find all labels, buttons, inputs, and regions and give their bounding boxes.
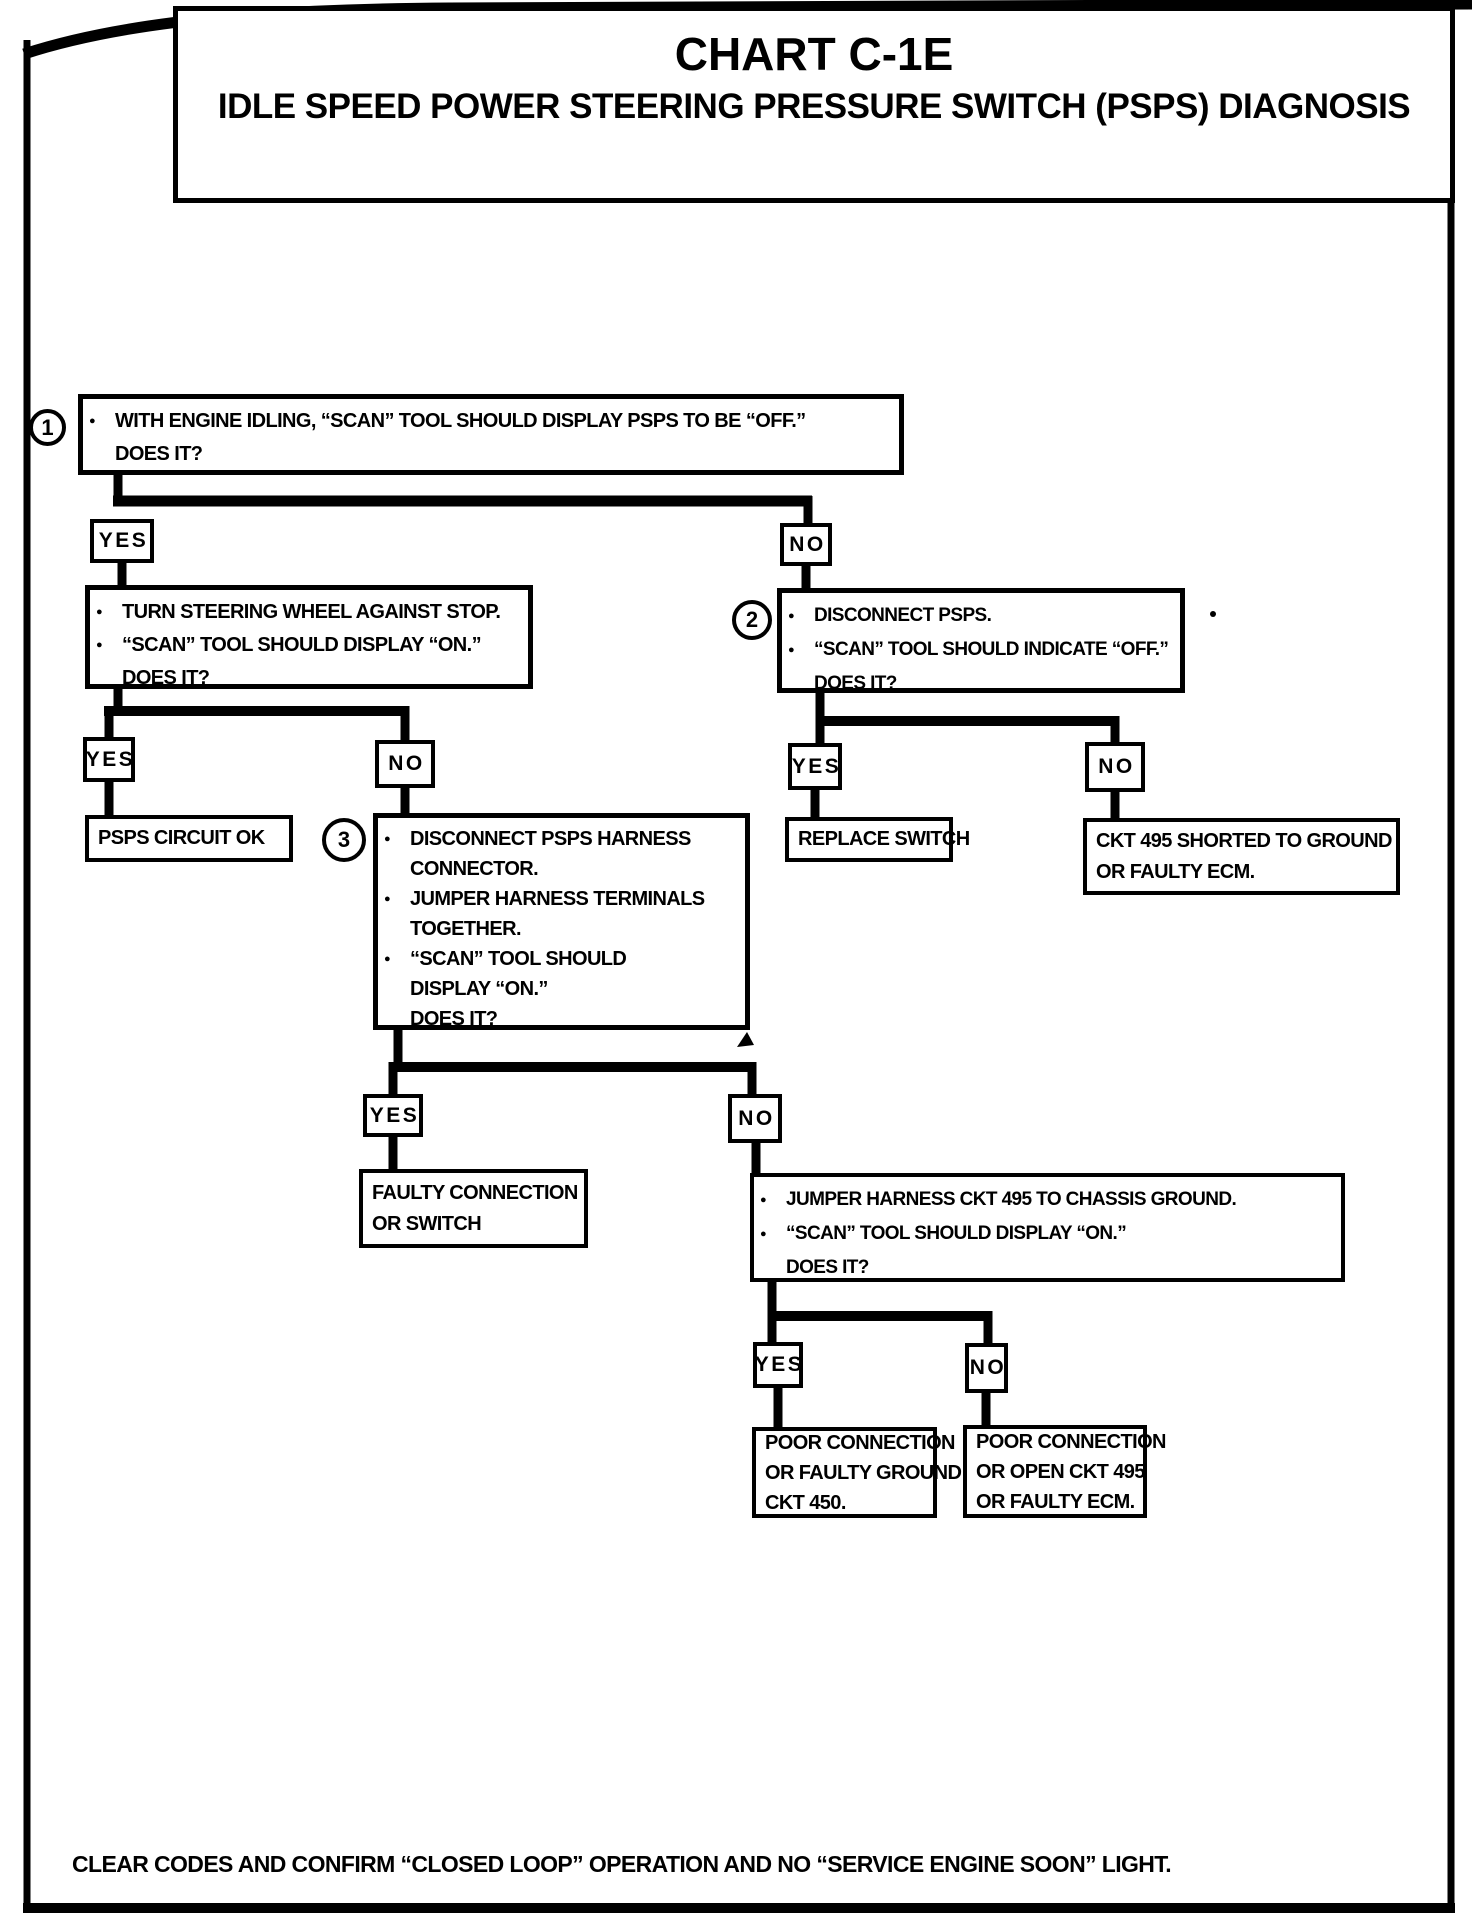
step3-line: DISCONNECT PSPS HARNESS	[410, 828, 691, 850]
no-branch-2: NO	[375, 740, 435, 788]
poor-open-line: POOR CONNECTION	[976, 1430, 1167, 1453]
jumper-line: “SCAN” TOOL SHOULD DISPLAY “ON.”	[786, 1223, 1127, 1244]
no-label: NO	[738, 1106, 775, 1130]
yes-label: YES	[85, 747, 136, 771]
step3-line: CONNECTOR.	[410, 858, 539, 880]
no-branch-3: NO	[1085, 742, 1145, 792]
step2-line: “SCAN” TOOL SHOULD INDICATE “OFF.”	[814, 639, 1169, 660]
yes-branch-4: YES	[363, 1094, 423, 1137]
no-label: NO	[969, 1356, 1007, 1379]
faulty-connection-result-box: FAULTY CONNECTION OR SWITCH	[359, 1169, 588, 1248]
step3-line: TOGETHER.	[410, 918, 522, 940]
bullet-icon: ●	[89, 415, 96, 427]
poor-open-line: OR FAULTY ECM.	[976, 1490, 1135, 1513]
bullet-icon: ●	[760, 1194, 767, 1206]
step3-line: DISPLAY “ON.”	[410, 978, 548, 1000]
jumper-ground-question-box: ● JUMPER HARNESS CKT 495 TO CHASSIS GROUN…	[750, 1173, 1345, 1282]
step2-line: DOES IT?	[814, 673, 897, 694]
bullet-icon: ●	[96, 606, 103, 618]
no-branch-1: NO	[780, 523, 832, 566]
yes-branch-1: YES	[90, 519, 154, 563]
poor-open-result-box: POOR CONNECTION OR OPEN CKT 495 OR FAULT…	[963, 1425, 1167, 1518]
no-branch-5: NO	[965, 1343, 1008, 1393]
scan-artifact-triangle	[737, 1032, 754, 1047]
step3-line: “SCAN” TOOL SHOULD	[410, 948, 627, 970]
yes-label: YES	[369, 1103, 420, 1127]
jumper-line: DOES IT?	[786, 1257, 869, 1278]
bullet-icon: ●	[384, 893, 391, 905]
step1-question-box: ● WITH ENGINE IDLING, “SCAN” TOOL SHOULD …	[78, 394, 904, 475]
yes-label: YES	[98, 529, 149, 552]
step-number-1-label: 1	[41, 414, 54, 440]
poor-ground-line: OR FAULTY GROUND	[765, 1461, 962, 1484]
ckt495-shorted-line: CKT 495 SHORTED TO GROUND	[1096, 829, 1392, 852]
scan-artifact-dot	[1210, 611, 1216, 617]
yes-branch-3: YES	[788, 743, 842, 790]
bullet-icon: ●	[96, 639, 103, 651]
yes-label: YES	[754, 1353, 805, 1376]
yes-label: YES	[791, 754, 842, 778]
step-number-2: 2	[732, 600, 772, 640]
ckt495-shorted-line: OR FAULTY ECM.	[1096, 860, 1255, 883]
turn-line: TURN STEERING WHEEL AGAINST STOP.	[122, 601, 501, 623]
no-branch-4: NO	[728, 1094, 782, 1143]
poor-ground-result-box: POOR CONNECTION OR FAULTY GROUND CKT 450…	[752, 1427, 962, 1518]
psps-ok-text: PSPS CIRCUIT OK	[98, 827, 265, 849]
step1-line: WITH ENGINE IDLING, “SCAN” TOOL SHOULD D…	[115, 410, 806, 432]
jumper-line: JUMPER HARNESS CKT 495 TO CHASSIS GROUND…	[786, 1189, 1237, 1210]
bullet-icon: ●	[788, 644, 795, 656]
no-label: NO	[388, 752, 425, 775]
faulty-connection-line: FAULTY CONNECTION	[372, 1181, 578, 1204]
yes-branch-5: YES	[753, 1342, 803, 1388]
poor-open-line: OR OPEN CKT 495	[976, 1460, 1145, 1483]
step-number-3-label: 3	[337, 827, 351, 852]
step2-line: DISCONNECT PSPS.	[814, 605, 992, 626]
step3-line: JUMPER HARNESS TERMINALS	[410, 888, 705, 910]
bullet-icon: ●	[788, 610, 795, 622]
no-label: NO	[789, 532, 826, 556]
poor-ground-line: CKT 450.	[765, 1491, 846, 1514]
faulty-connection-line: OR SWITCH	[372, 1212, 482, 1235]
no-label: NO	[1098, 755, 1135, 778]
step1-line: DOES IT?	[115, 443, 203, 465]
bullet-icon: ●	[760, 1228, 767, 1240]
ckt495-shorted-result-box: CKT 495 SHORTED TO GROUND OR FAULTY ECM.	[1083, 818, 1400, 895]
turn-wheel-question-box: ● TURN STEERING WHEEL AGAINST STOP. ● “SCA…	[85, 585, 533, 689]
turn-line: DOES IT?	[122, 667, 210, 689]
bullet-icon: ●	[384, 953, 391, 965]
bullet-icon: ●	[384, 833, 391, 845]
psps-ok-result-box: PSPS CIRCUIT OK	[85, 815, 293, 862]
page-subtitle: IDLE SPEED POWER STEERING PRESSURE SWITC…	[217, 87, 1411, 126]
step2-question-box: ● DISCONNECT PSPS. ● “SCAN” TOOL SHOULD IN…	[777, 588, 1185, 694]
poor-ground-line: POOR CONNECTION	[765, 1431, 956, 1454]
page-title: CHART C-1E	[674, 28, 954, 80]
replace-switch-result-box: REPLACE SWITCH	[785, 817, 970, 862]
yes-branch-2: YES	[83, 737, 135, 782]
step3-question-box: ● DISCONNECT PSPS HARNESS CONNECTOR. ● JUM…	[373, 813, 750, 1030]
step-number-3: 3	[322, 818, 366, 862]
step-number-1: 1	[29, 409, 66, 446]
replace-switch-text: REPLACE SWITCH	[798, 828, 970, 850]
footer-note: CLEAR CODES AND CONFIRM “CLOSED LOOP” OP…	[72, 1851, 1172, 1877]
step3-line: DOES IT?	[410, 1008, 498, 1030]
step-number-2-label: 2	[745, 607, 759, 632]
turn-line: “SCAN” TOOL SHOULD DISPLAY “ON.”	[122, 634, 482, 656]
title-box: CHART C-1E IDLE SPEED POWER STEERING PRE…	[173, 6, 1455, 203]
